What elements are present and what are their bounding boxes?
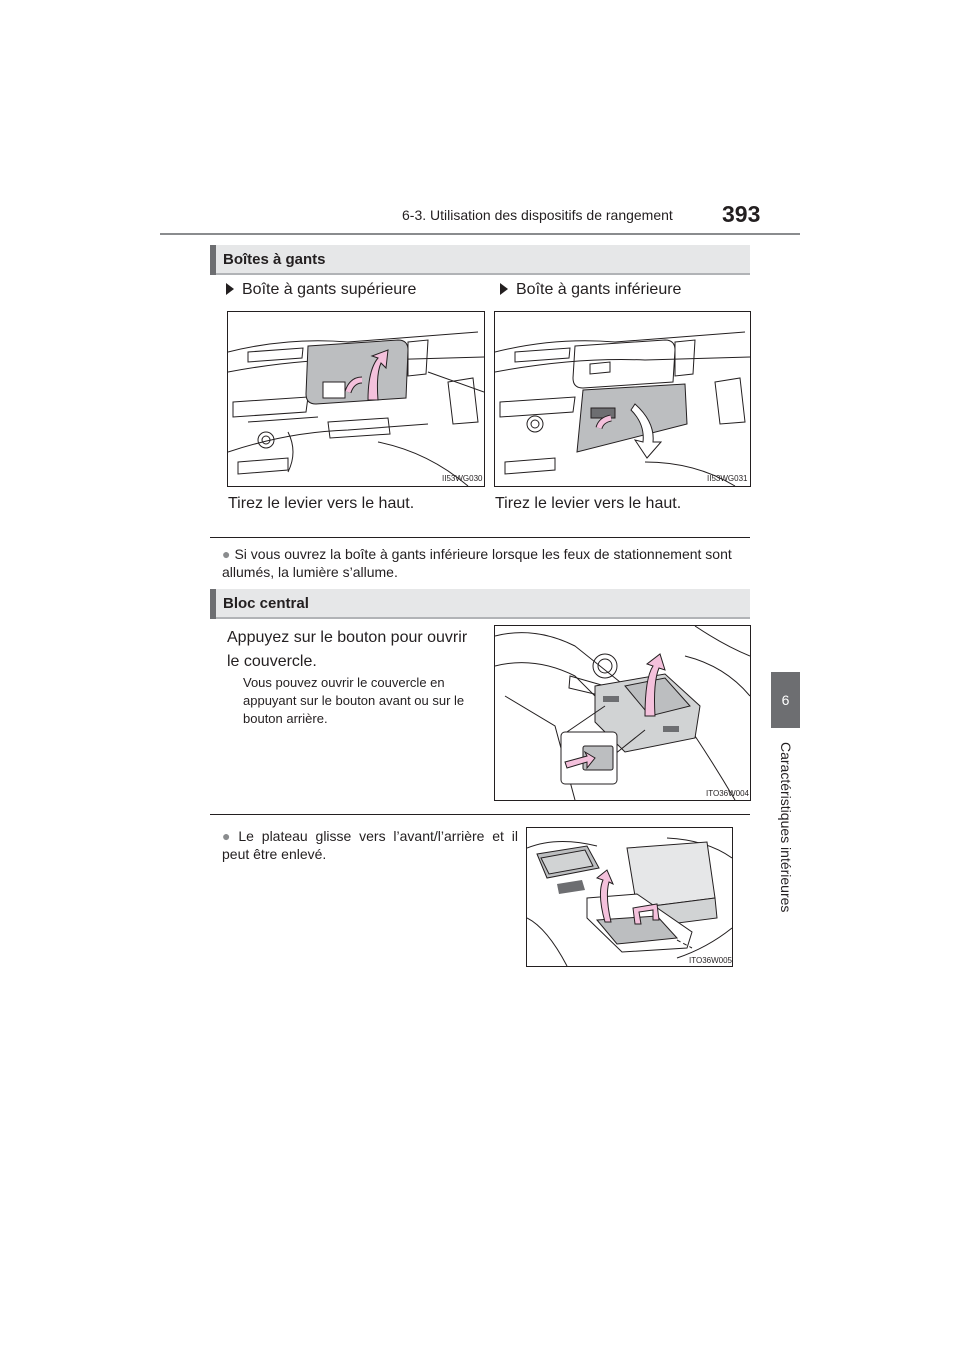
chapter-tab-number[interactable]: 6 (771, 672, 800, 728)
section-heading-center-console: Bloc central (210, 589, 750, 619)
subheading-lower-glove-box: Boîte à gants inférieure (500, 281, 681, 299)
note-rule (210, 537, 750, 538)
running-header-section: 6-3. Utilisation des dispositifs de rang… (402, 207, 673, 223)
figure-center-console: ITO36W004 (494, 625, 751, 801)
figure-id-label: II53WG031 (707, 474, 748, 483)
tray-note-rule (210, 814, 750, 815)
heading-bar (210, 589, 216, 619)
figure-id-label: II53WG030 (442, 474, 483, 483)
triangle-bullet-icon (226, 283, 234, 295)
section-heading-text: Boîtes à gants (223, 251, 326, 268)
triangle-bullet-icon (500, 283, 508, 295)
page-number: 393 (722, 201, 761, 227)
note-parking-lights: ●Si vous ouvrez la boîte à gants inférie… (222, 546, 732, 580)
figure-id-label: ITO36W005 (689, 956, 732, 965)
figure-upper-glove-box: II53WG030 (227, 311, 485, 487)
caption-upper-glove-box: Tirez le levier vers le haut. (228, 495, 415, 512)
section-heading-glove-boxes: Boîtes à gants (210, 245, 750, 275)
subheading-upper-glove-box: Boîte à gants supérieure (226, 281, 416, 299)
console-detail: Vous pouvez ouvrir le couvercle en appuy… (243, 675, 465, 726)
console-instruction: Appuyez sur le bouton pour ouvrir le cou… (227, 629, 468, 670)
figure-console-tray: ITO36W005 (526, 827, 733, 967)
heading-bar (210, 245, 216, 275)
console-tray-illustration (527, 837, 732, 966)
upper-glove-box-illustration (228, 331, 484, 486)
section-heading-text: Bloc central (223, 595, 309, 612)
figure-lower-glove-box: II53WG031 (494, 311, 751, 487)
chapter-tab-label: Caractéristiques intérieures (778, 742, 794, 913)
lower-glove-box-illustration (495, 331, 750, 486)
note-tray: ●Le plateau glisse vers l’avant/l’arrièr… (222, 828, 518, 862)
figure-id-label: ITO36W004 (706, 789, 749, 798)
center-console-illustration (495, 626, 750, 800)
caption-lower-glove-box: Tirez le levier vers le haut. (495, 495, 682, 512)
header-rule (160, 233, 800, 235)
bullet-icon: ● (222, 828, 235, 844)
bullet-icon: ● (222, 546, 231, 562)
